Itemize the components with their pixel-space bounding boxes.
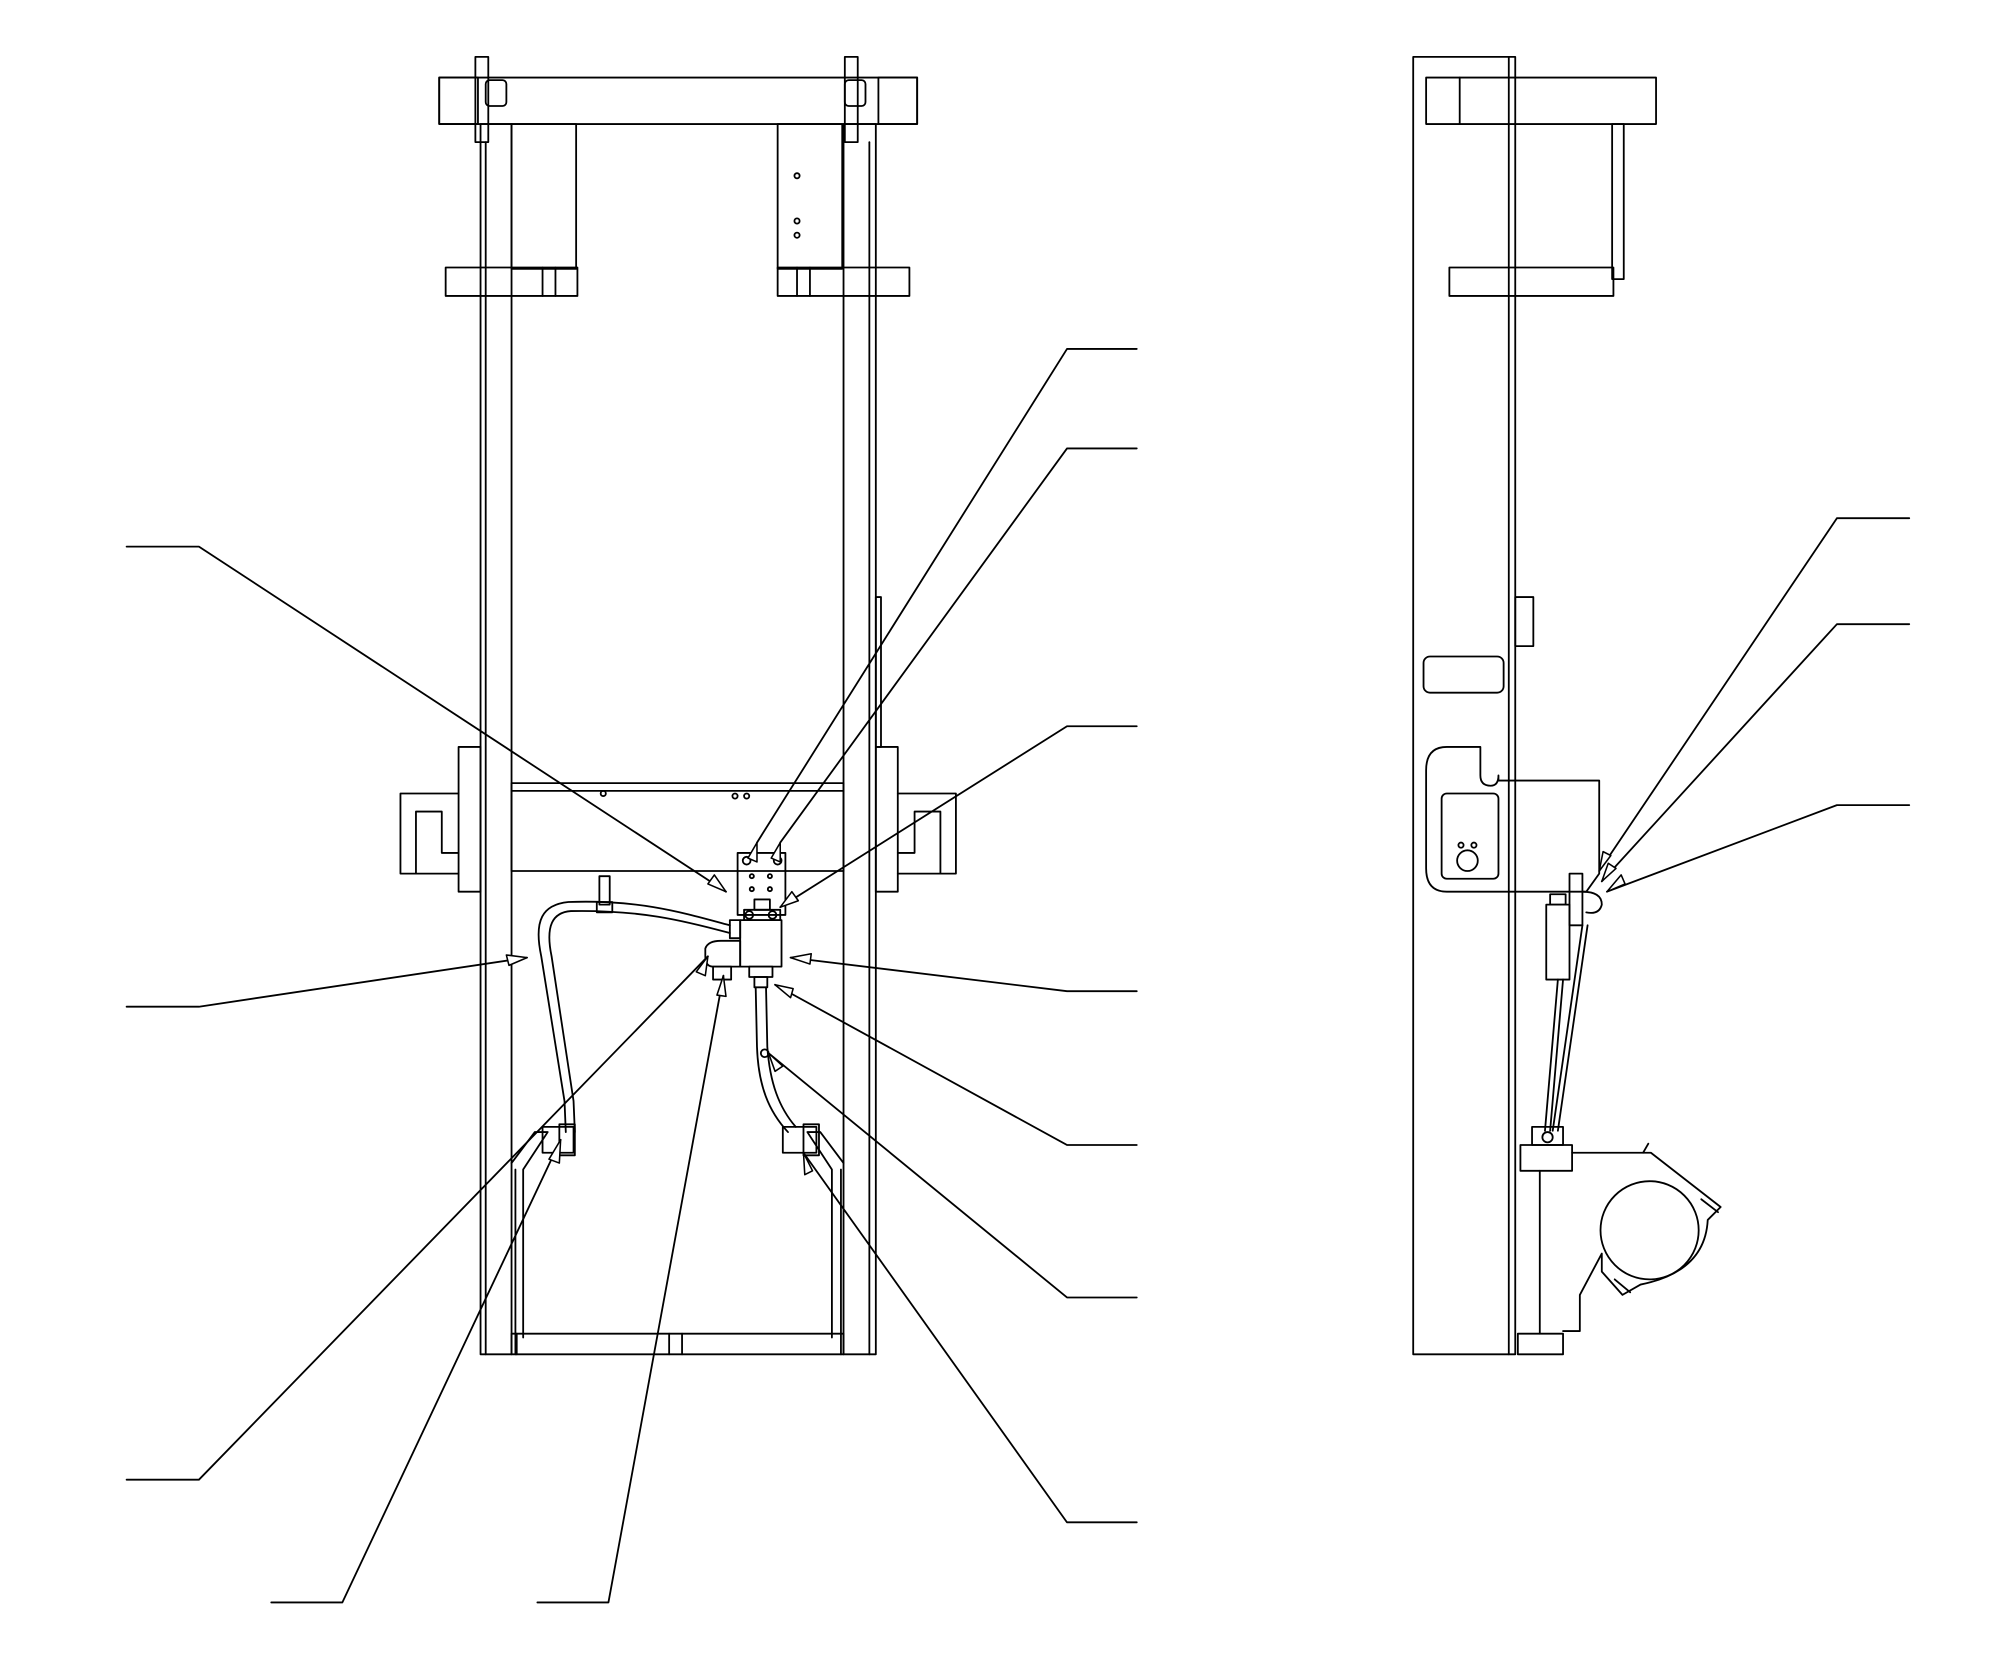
arrowhead-15 [1606,874,1626,893]
elbow-fitting [704,939,742,968]
right-side-hook [896,792,957,875]
side-top-bar [1425,76,1657,125]
arrowhead-12 [802,1151,814,1176]
side-cross-plate [1448,266,1615,297]
left-pin [484,79,508,107]
callout-12 [802,1151,1138,1524]
side-cylinder [1545,903,1571,981]
side-slot [1422,655,1505,694]
callout-2 [125,956,528,1008]
callout-13 [1598,517,1911,872]
pipe-clamp-bore [1599,1180,1700,1281]
arrowhead-3 [695,955,709,977]
top-right-end-cap [877,76,919,125]
arrowhead-9 [789,952,813,965]
callout-3 [125,955,709,1481]
left-upper-cross-plate [444,266,579,297]
callout-5 [536,974,725,1604]
arrowhead-2 [505,954,528,967]
arrowhead-5 [716,974,727,998]
side-clamp-base [1519,1144,1573,1172]
left-pin-plate [474,55,490,144]
left-hose [537,900,731,1133]
arrowhead-13 [1598,850,1612,872]
left-upright [479,123,513,1356]
arrowhead-14 [1601,862,1617,883]
right-pin [843,79,867,107]
right-lower-bracket [806,1131,845,1339]
arrowhead-1 [707,874,727,893]
right-upright [842,123,877,1356]
right-pin-plate [843,55,859,144]
middle-cross-member [510,782,845,872]
arrowhead-10 [774,983,794,999]
callout-10 [774,983,1138,1146]
cylinder-block [739,919,783,968]
callout-4 [270,1138,562,1604]
callout-9 [789,956,1138,993]
side-view [1412,55,1722,1356]
arrowhead-7 [770,841,782,863]
left-side-hook [399,792,460,875]
callout-15 [1606,804,1911,893]
front-view [399,55,957,1356]
arrowhead-4 [548,1139,562,1164]
right-upper-cross-plate [776,266,911,297]
bottom-cross-member [510,1332,845,1356]
callout-11 [767,1052,1138,1299]
side-lug-plate [1425,746,1601,893]
callout-8 [779,725,1138,909]
left-lower-bracket [510,1131,549,1339]
callout-7 [779,447,1138,844]
top-left-end-cap [438,76,479,125]
callouts [125,348,1911,1604]
right-hanger-bracket [776,123,844,270]
callout-6 [756,348,1138,844]
callout-arrowheads [505,841,1626,1176]
arrowhead-8 [779,890,800,908]
callout-14 [1600,623,1911,883]
callout-1 [125,545,727,893]
arrowhead-11 [767,1052,784,1073]
manifold-valve [736,852,787,916]
left-hanger-bracket [510,123,578,270]
side-upright [1412,55,1517,1356]
arrowhead-6 [747,841,758,863]
right-hose-fitting [781,1125,818,1154]
